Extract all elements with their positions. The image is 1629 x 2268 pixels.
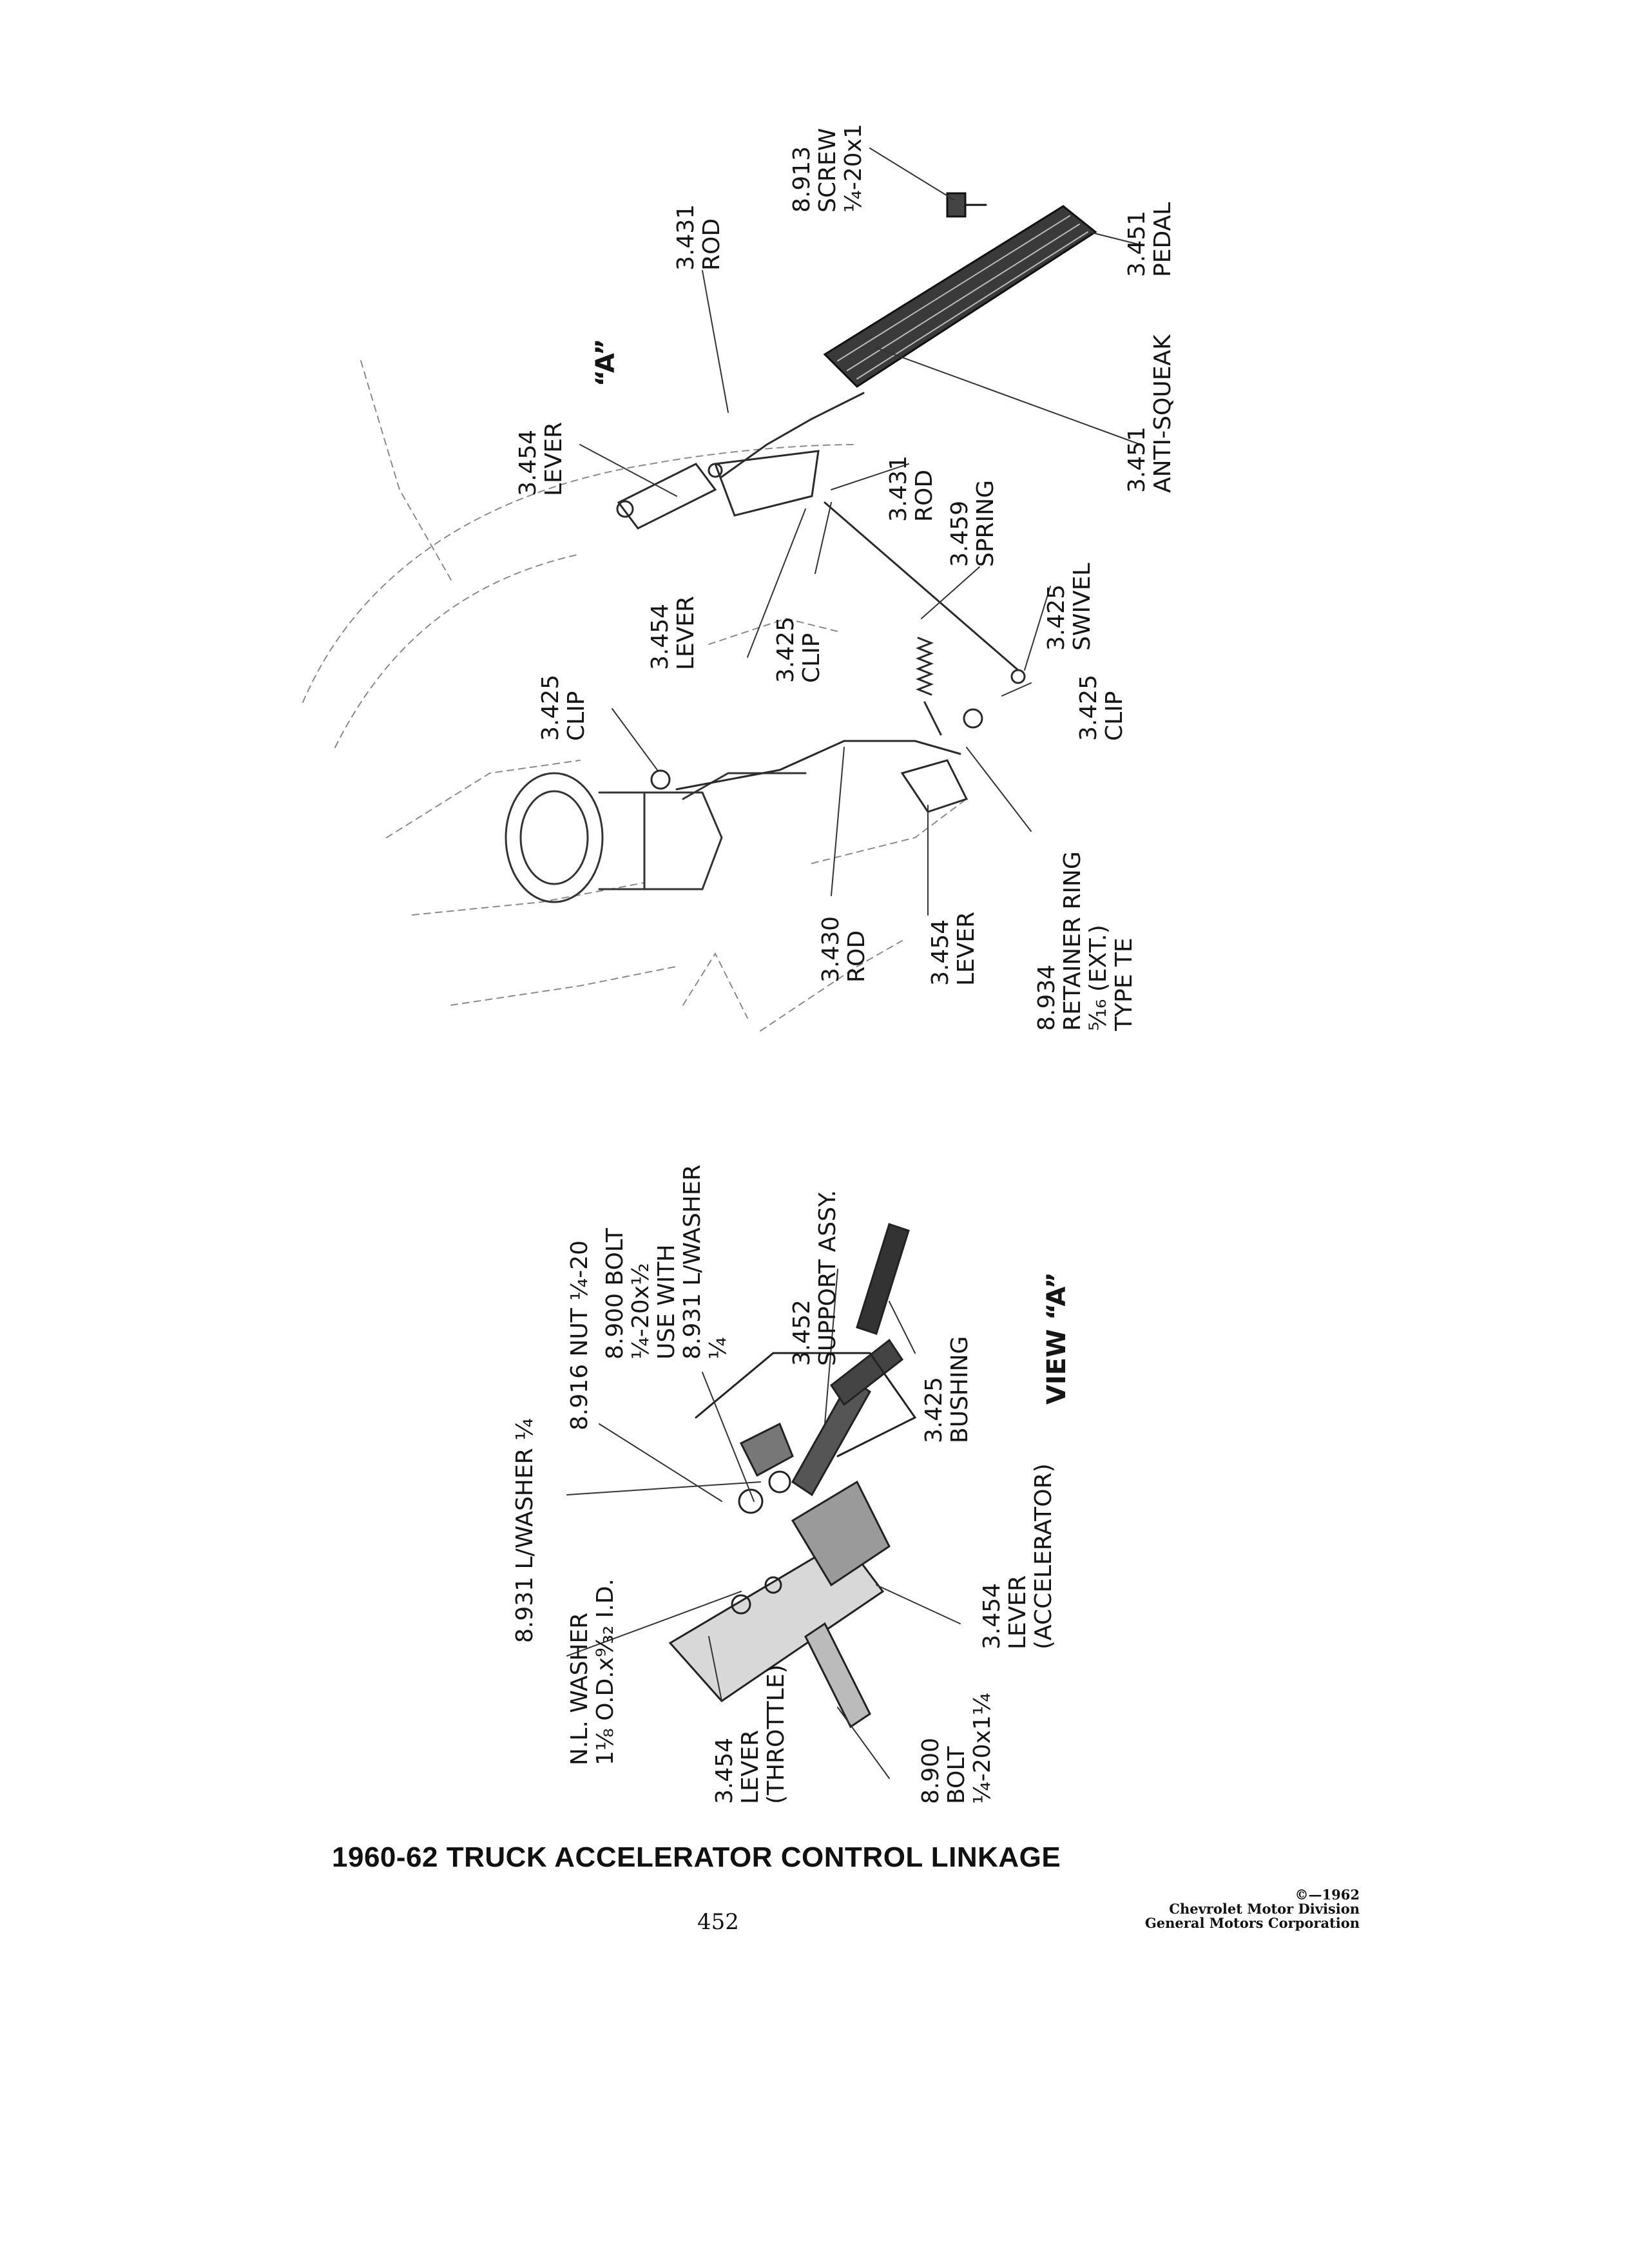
label-rod-low: 3.430 ROD bbox=[818, 916, 870, 983]
view-a-parts bbox=[668, 1223, 917, 1729]
carburetor bbox=[505, 772, 807, 903]
label-lever-low: 3.454 LEVER bbox=[927, 911, 979, 986]
leader-lines bbox=[566, 148, 1141, 1779]
label-lwasher: 8.931 L/WASHER ¼ bbox=[512, 1418, 538, 1643]
label-bushing: 3.425 BUSHING bbox=[921, 1336, 973, 1443]
screw bbox=[946, 192, 987, 218]
label-nl-washer: N.L. WASHER 1⅛ O.D.x⁹⁄₃₂ I.D. bbox=[566, 1578, 619, 1765]
label-view-a: VIEW “A” bbox=[1042, 1272, 1072, 1405]
label-swivel: 3.425 SWIVEL bbox=[1043, 562, 1095, 651]
lever-lower bbox=[900, 759, 969, 813]
credit-line-3: General Motors Corporation bbox=[1144, 1915, 1360, 1931]
label-bolt-bottom: 8.900 BOLT ¼-20x1¼ bbox=[918, 1693, 996, 1804]
label-bolt-use-with: 8.900 BOLT ¼-20x½ USE WITH 8.931 L/WASHE… bbox=[602, 1164, 731, 1360]
label-lever-top: 3.454 LEVER bbox=[515, 421, 567, 496]
label-lever-throttle: 3.454 LEVER (THROTTLE) bbox=[711, 1664, 789, 1804]
label-clip-mid: 3.425 CLIP bbox=[773, 616, 825, 683]
label-nut: 8.916 NUT ¼-20 bbox=[566, 1240, 593, 1430]
label-retainer-ring: 8.934 RETAINER RING ⁵⁄₁₆ (EXT.) TYPE TE bbox=[1034, 851, 1137, 1031]
label-lever-accelerator: 3.454 LEVER (ACCELERATOR) bbox=[979, 1463, 1057, 1649]
credit-line-2: Chevrolet Motor Division bbox=[1169, 1901, 1360, 1917]
pedal bbox=[823, 205, 1097, 388]
figure-caption: 1960-62 TRUCK ACCELERATOR CONTROL LINKAG… bbox=[332, 1841, 1061, 1873]
page-number: 452 bbox=[697, 1909, 739, 1935]
label-rod-top: 3.431 ROD bbox=[673, 204, 725, 271]
label-screw: 8.913 SCREW ¼-20x1 bbox=[789, 124, 867, 213]
label-rod-mid: 3.431 ROD bbox=[885, 455, 938, 522]
label-anti-squeak: 3.451 ANTI-SQUEAK bbox=[1124, 334, 1176, 493]
lever-upper bbox=[617, 463, 717, 530]
spring bbox=[915, 637, 934, 696]
lever-bracket bbox=[713, 450, 820, 517]
rod-3-431-lower bbox=[824, 501, 1019, 671]
label-spring: 3.459 SPRING bbox=[947, 479, 999, 567]
label-support-assy: 3.452 SUPPORT ASSY. bbox=[789, 1189, 841, 1366]
rod-3-430 bbox=[675, 740, 961, 791]
copyright-credit: ©—1962 Chevrolet Motor Division General … bbox=[1095, 1888, 1360, 1930]
engine-outline bbox=[302, 360, 967, 1032]
label-view-a-marker: “A” bbox=[591, 338, 621, 387]
credit-line-1: ©—1962 bbox=[1295, 1887, 1360, 1903]
label-clip-left: 3.425 CLIP bbox=[537, 674, 590, 741]
label-lever-mid: 3.454 LEVER bbox=[647, 595, 699, 670]
rod-3-431-upper bbox=[720, 392, 865, 478]
label-clip-right: 3.425 CLIP bbox=[1075, 674, 1128, 741]
label-pedal: 3.451 PEDAL bbox=[1124, 202, 1176, 277]
